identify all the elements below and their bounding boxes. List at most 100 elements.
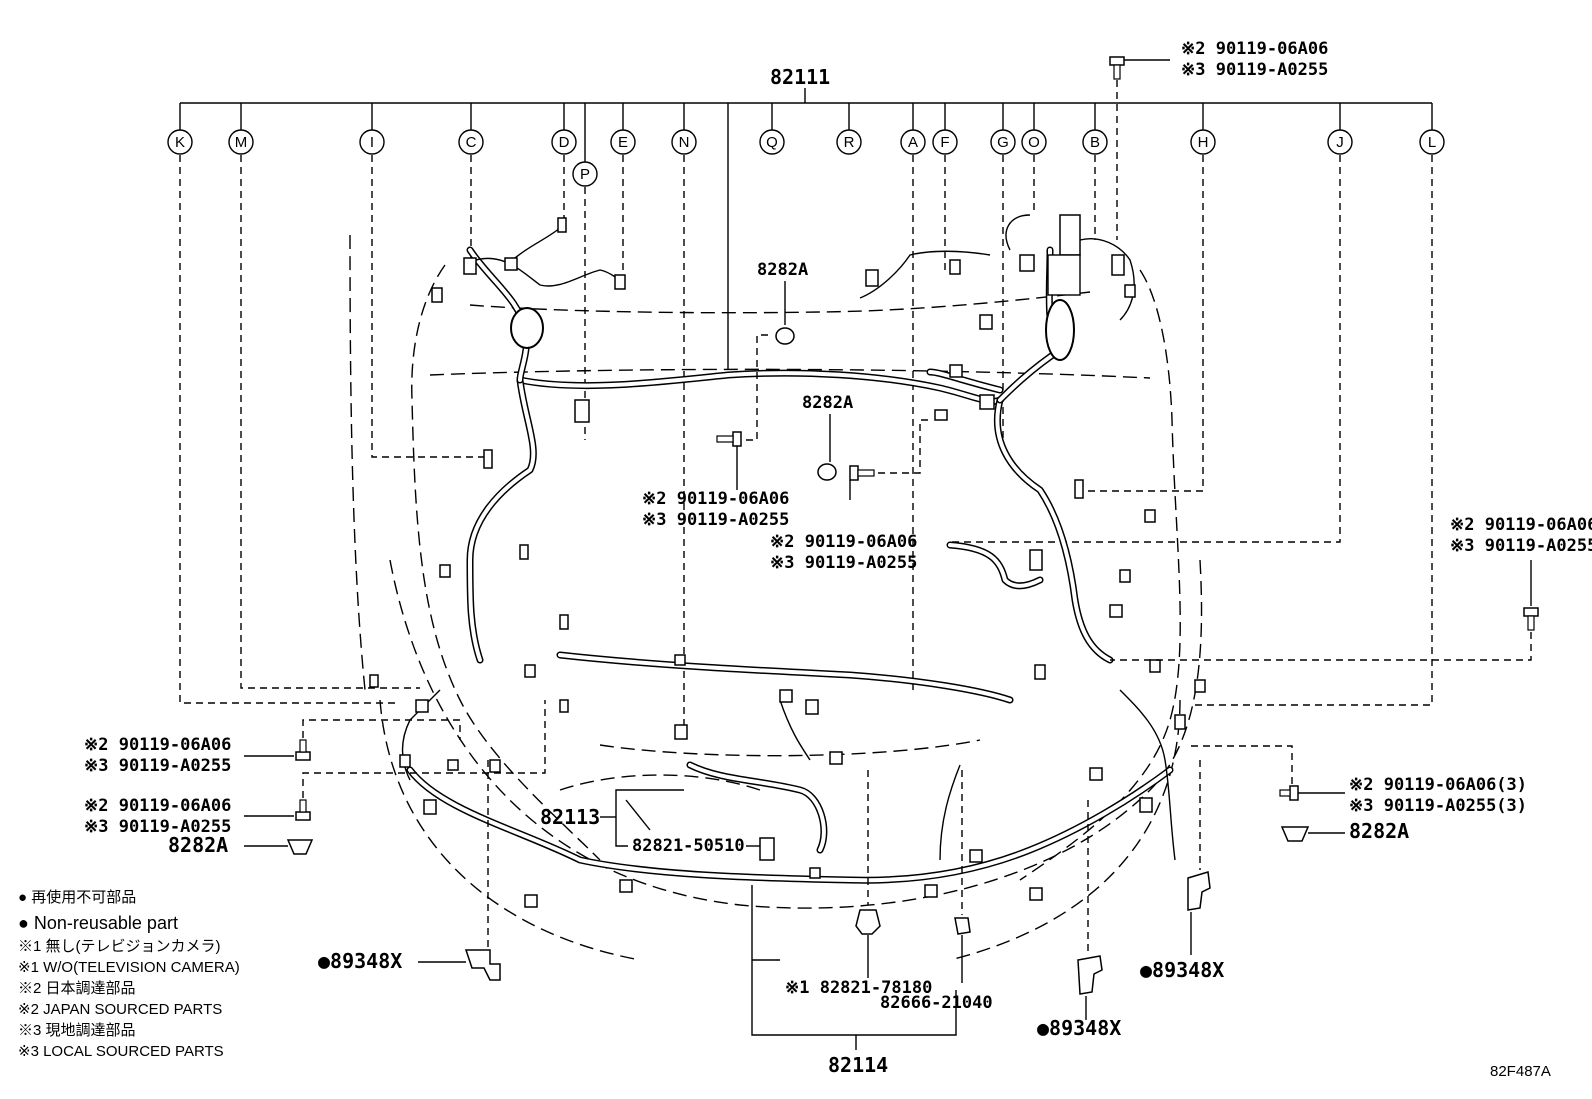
marker-e: E — [610, 129, 636, 155]
svg-text:Q: Q — [766, 134, 778, 151]
svg-text:J: J — [1336, 134, 1344, 151]
marker-j: J — [1327, 129, 1353, 155]
svg-text:L: L — [1428, 134, 1436, 151]
marker-q: Q — [759, 129, 785, 155]
bolt-left1-line1: ※2 90119-06A06 — [84, 735, 231, 755]
svg-text:N: N — [679, 134, 690, 151]
bolt-icon-center2 — [849, 465, 875, 481]
bolt-top-line1: ※2 90119-06A06 — [1181, 39, 1328, 59]
marker-n: N — [671, 129, 697, 155]
marker-g: G — [990, 129, 1016, 155]
bolt-center-line1: ※2 90119-06A06 — [642, 489, 789, 509]
legend-item-5: ※2 日本調達部品 — [18, 980, 136, 997]
marker-a: A — [900, 129, 926, 155]
svg-text:R: R — [844, 134, 855, 151]
bolt-left2-line2: ※3 90119-A0255 — [84, 817, 231, 837]
marker-o: O — [1021, 129, 1047, 155]
svg-text:A: A — [908, 134, 918, 151]
clip-right-icon — [1280, 826, 1345, 842]
legend: ● 再使用不可部品 ● Non-reusable part ※1 無し(テレビジ… — [18, 889, 240, 1060]
clip-82282a-mid-label: 8282A — [802, 393, 853, 413]
bolt-right-low-line1: ※2 90119-06A06(3) — [1349, 775, 1527, 795]
clamp-right-label: ●89348X — [1140, 958, 1224, 982]
bolt-icon-left1 — [244, 719, 461, 761]
marker-i: I — [359, 129, 385, 155]
marker-h: H — [1190, 129, 1216, 155]
svg-text:G: G — [997, 134, 1009, 151]
marker-f: F — [932, 129, 958, 155]
part-82666-21040-label: 82666-21040 — [880, 993, 993, 1013]
bolt-top-line2: ※3 90119-A0255 — [1181, 60, 1328, 80]
clamp-mid-icon — [1077, 800, 1103, 1020]
bolt-center-line2: ※3 90119-A0255 — [642, 510, 789, 530]
part-82113-bracket — [600, 789, 684, 847]
svg-text:E: E — [618, 134, 628, 151]
bolt-center2-line1: ※2 90119-06A06 — [770, 532, 917, 552]
clip-82282a-mid-icon — [817, 414, 930, 500]
bolt-left2-line1: ※2 90119-06A06 — [84, 796, 231, 816]
part-82113-label: 82113 — [540, 805, 600, 829]
bolt-center2-line2: ※3 90119-A0255 — [770, 553, 917, 573]
marker-c: C — [458, 129, 484, 155]
bolt-icon-top — [1109, 56, 1170, 240]
svg-text:O: O — [1028, 134, 1040, 151]
legend-item-7: ※3 現地調達部品 — [18, 1022, 136, 1039]
part-82111-label: 82111 — [770, 65, 830, 89]
svg-text:H: H — [1198, 134, 1209, 151]
clamp-left-icon — [418, 760, 501, 981]
svg-text:P: P — [580, 166, 590, 183]
svg-text:B: B — [1090, 134, 1100, 151]
part-82114-label: 82114 — [828, 1053, 888, 1077]
bolt-icons — [244, 56, 1539, 821]
bolt-icon-center — [716, 431, 742, 490]
clamp-left-label: ●89348X — [318, 949, 402, 973]
clip-left-label: 8282A — [168, 833, 228, 857]
clip-right-label: 8282A — [1349, 819, 1409, 843]
vehicle-body-outline — [349, 234, 1203, 961]
marker-k: K — [167, 129, 193, 155]
legend-item-8: ※3 LOCAL SOURCED PARTS — [18, 1043, 224, 1060]
wire-harness — [406, 246, 1174, 884]
wire-branches — [401, 214, 1176, 861]
legend-item-2: ● Non-reusable part — [18, 913, 178, 933]
legend-item-1: ● 再使用不可部品 — [18, 889, 136, 906]
svg-text:M: M — [235, 134, 248, 151]
svg-text:K: K — [175, 134, 185, 151]
bolt-right-line2: ※3 90119-A0255 — [1450, 536, 1592, 556]
marker-r: R — [836, 129, 862, 155]
bolt-right-low-line2: ※3 90119-A0255(3) — [1349, 796, 1527, 816]
bolt-right-line1: ※2 90119-06A06 — [1450, 515, 1592, 535]
top-bracket — [179, 88, 1433, 370]
svg-text:I: I — [370, 134, 374, 151]
part-82821-78180-label: ※1 82821-78180 — [785, 978, 932, 998]
marker-p: P — [572, 161, 598, 187]
leader-lines — [179, 155, 1433, 740]
clip-82282a-top-label: 8282A — [757, 260, 808, 280]
legend-item-4: ※1 W/O(TELEVISION CAMERA) — [18, 959, 240, 976]
svg-text:C: C — [466, 134, 477, 151]
bolt-icon-right — [1110, 560, 1539, 661]
connectors — [369, 214, 1206, 908]
bolt-left1-line2: ※3 90119-A0255 — [84, 756, 231, 776]
legend-item-6: ※2 JAPAN SOURCED PARTS — [18, 1001, 222, 1018]
bolt-icon-left2 — [244, 700, 546, 821]
bolt-icon-right-low — [1190, 745, 1345, 801]
marker-l: L — [1419, 129, 1445, 155]
legend-item-3: ※1 無し(テレビジョンカメラ) — [18, 938, 221, 955]
grommets — [510, 254, 1081, 361]
clamp-right-icon — [1187, 760, 1211, 955]
part-82821-78180-icon — [855, 770, 881, 978]
figure-code: 82F487A — [1490, 1063, 1551, 1080]
clip-left-icon — [244, 839, 314, 855]
svg-text:F: F — [940, 134, 949, 151]
clamp-mid-label: ●89348X — [1037, 1016, 1121, 1040]
svg-text:D: D — [559, 134, 570, 151]
part-82114-bracket — [751, 885, 957, 1050]
marker-m: M — [228, 129, 254, 155]
marker-b: B — [1082, 129, 1108, 155]
marker-d: D — [551, 129, 577, 155]
circle-letter-markers: K M I C D P E N Q R A F G O B H J L — [167, 129, 1445, 187]
part-82821-50510-label: 82821-50510 — [632, 836, 745, 856]
clip-82282a-top-icon — [740, 281, 795, 441]
